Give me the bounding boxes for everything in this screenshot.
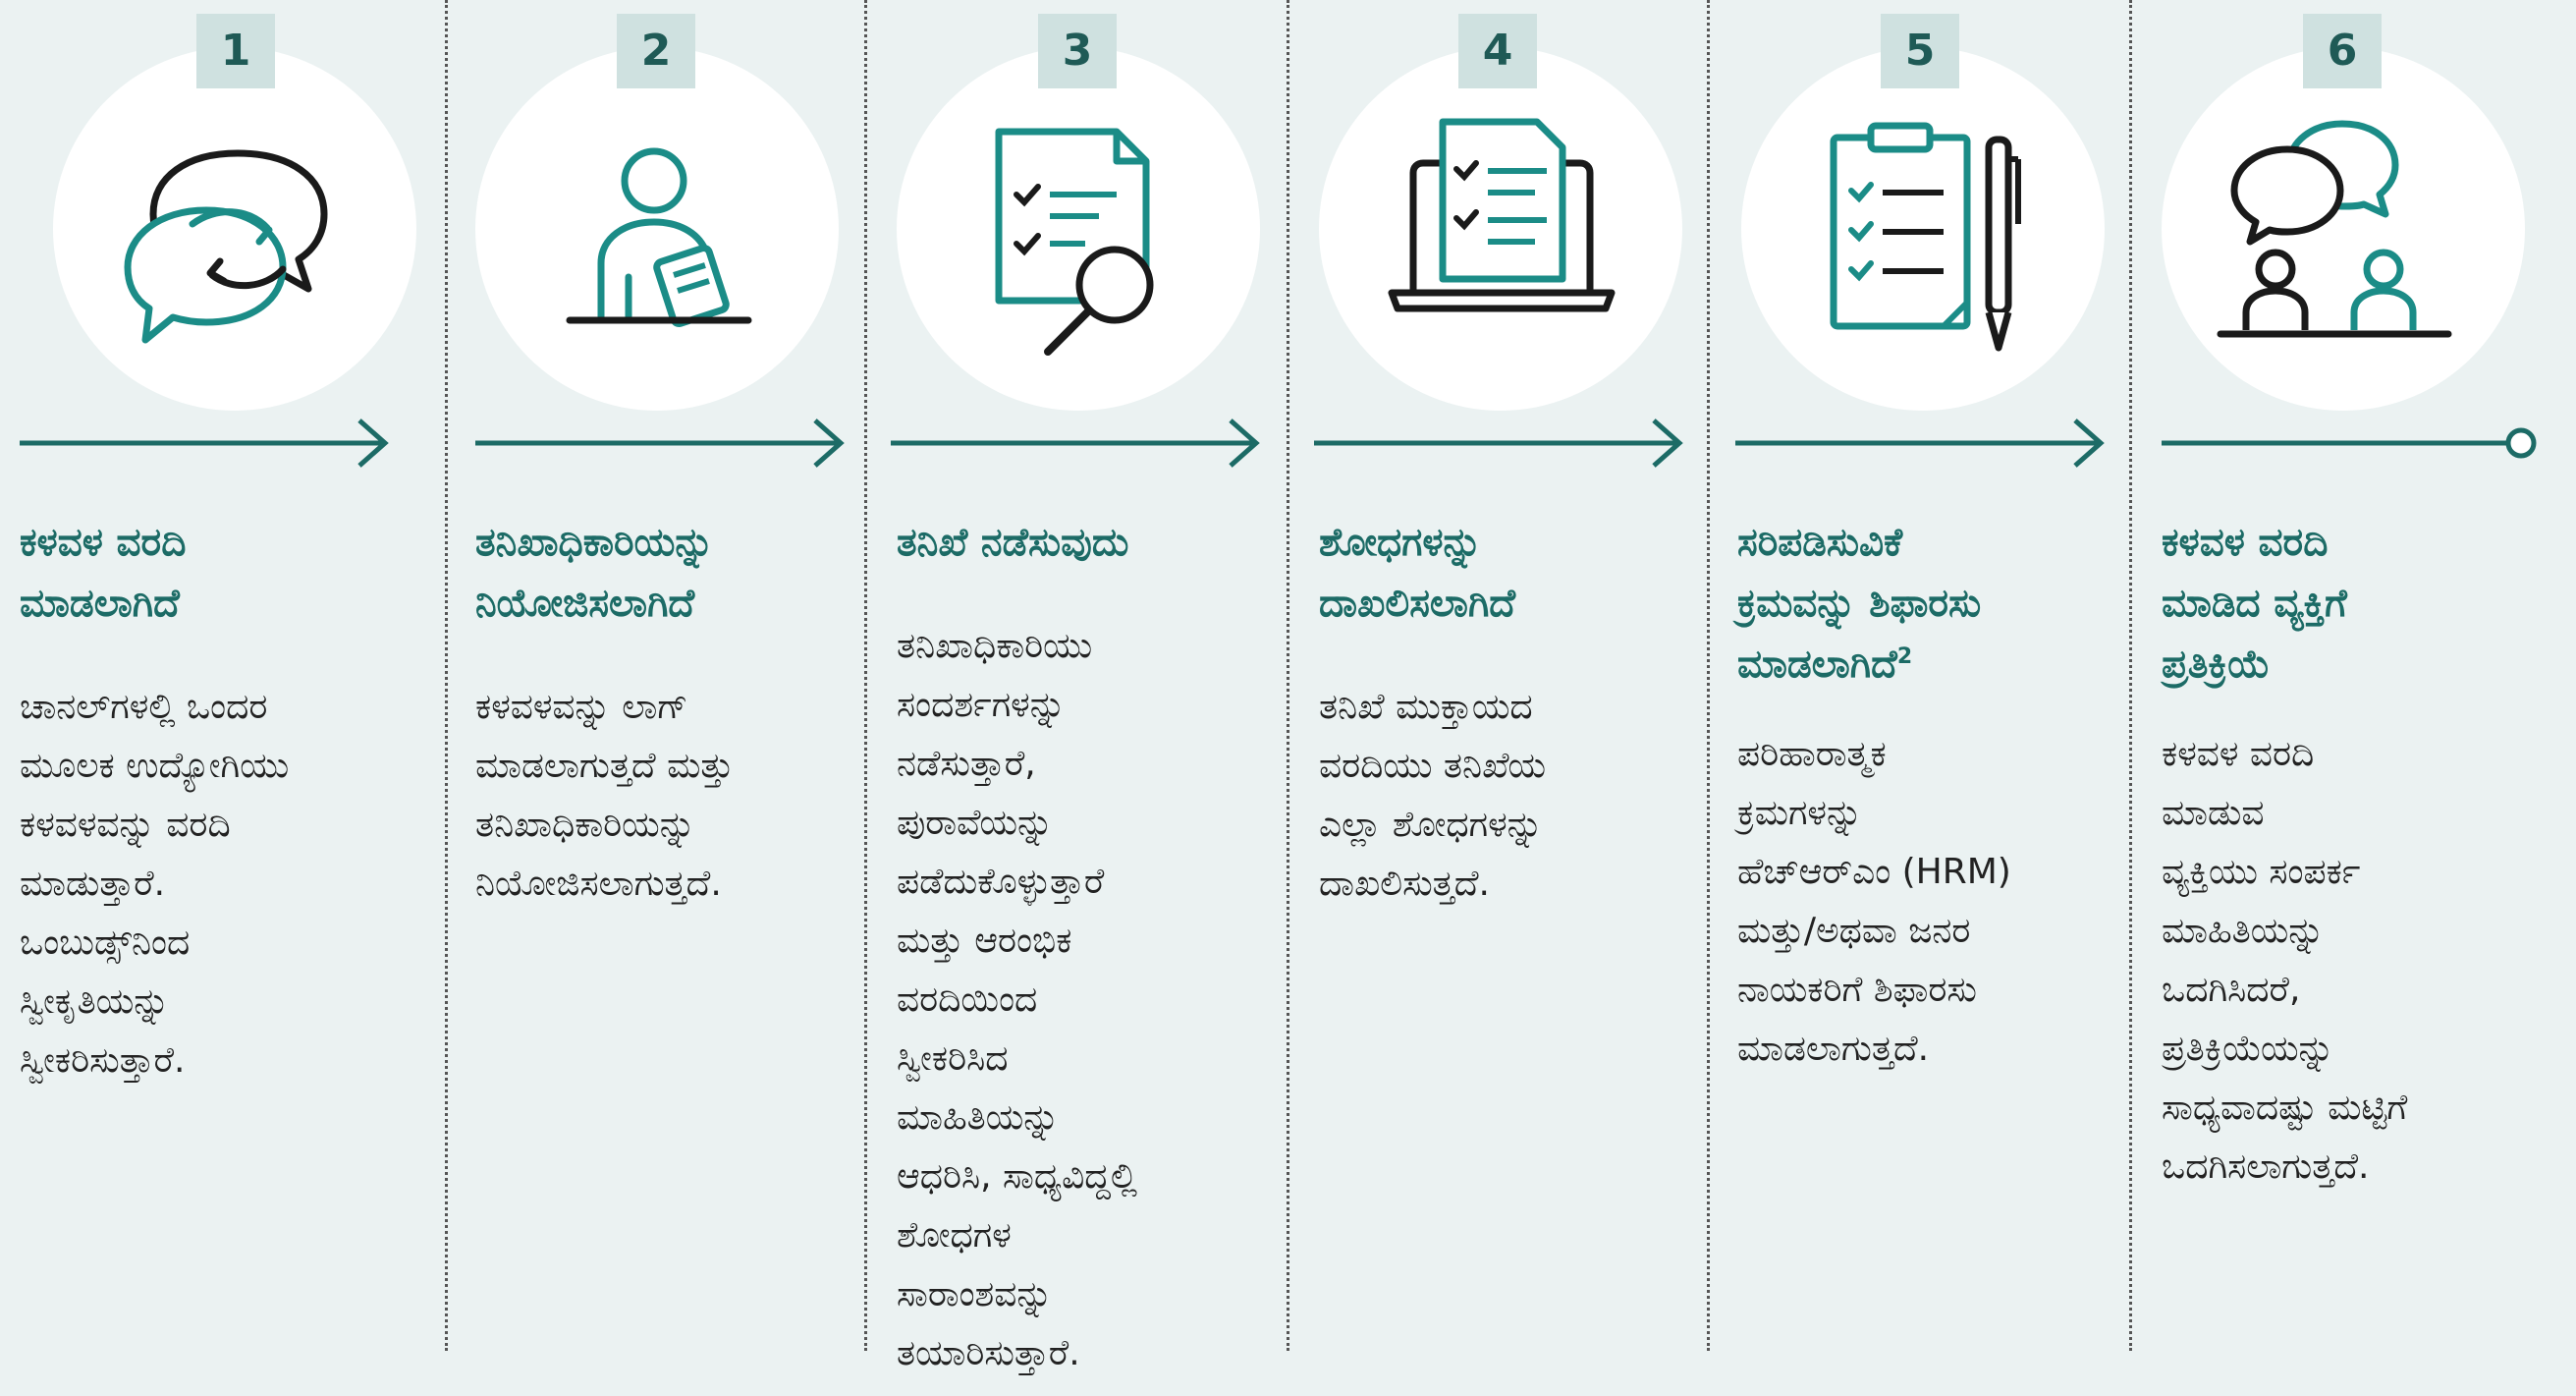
column-divider <box>864 0 867 1351</box>
column-divider <box>1707 0 1710 1351</box>
flow-arrow <box>20 419 393 468</box>
icon-circle <box>2162 47 2525 411</box>
footnote-marker: 2 <box>1896 644 1913 669</box>
flow-arrow <box>1735 419 2109 468</box>
step-title: ಶೋಧಗಳನ್ನು ದಾಖಲಿಸಲಾಗಿದೆ <box>1319 521 1516 626</box>
step-description: ಕಳವಳವನ್ನು ಲಾಗ್ ಮಾಡಲಾಗುತ್ತದೆ ಮತ್ತು ತನಿಖಾಧ… <box>475 687 734 904</box>
clipboard-pen-icon <box>1796 116 2052 371</box>
step-title: ಕಳವಳ ವರದಿ ಮಾಡಿದ ವ್ಯಕ್ತಿಗೆ ಪ್ರತಿಕ್ರಿಯೆ <box>2162 521 2347 687</box>
document-magnifier-icon <box>952 116 1207 371</box>
step-number-badge: 1 <box>196 14 275 88</box>
person-with-document-icon <box>530 116 786 371</box>
step-1: 1 ಕಳವಳ ವರದಿ ಮಾಡಲಾಗಿದೆ ಚಾನಲ್‌ಗಳಲ್ಲಿ ಒಂದರ … <box>0 0 442 1396</box>
flow-arrow <box>475 419 849 468</box>
two-people-conversation-icon <box>2217 116 2472 371</box>
step-description: ಚಾನಲ್‌ಗಳಲ್ಲಿ ಒಂದರ ಮೂಲಕ ಉದ್ಯೋಗಿಯು ಕಳವಳವನ್… <box>20 687 290 1081</box>
step-number-badge: 6 <box>2303 14 2382 88</box>
flow-arrow <box>1314 419 1687 468</box>
step-number-badge: 3 <box>1038 14 1117 88</box>
column-divider <box>445 0 448 1351</box>
column-divider <box>2129 0 2132 1351</box>
step-description: ತನಿಖಾಧಿಕಾರಿಯು ಸಂದರ್ಶಗಳನ್ನು ನಡೆಸುತ್ತಾರೆ, … <box>897 626 1138 1373</box>
flow-arrow <box>891 419 1264 468</box>
step-description: ಪರಿಹಾರಾತ್ಮಕ ಕ್ರಮಗಳನ್ನು ಹೆಚ್‌ಆರ್‌ಎಂ (HRM)… <box>1737 734 2011 1069</box>
step-title: ಸರಿಪಡಿಸುವಿಕೆ ಕ್ರಮವನ್ನು ಶಿಫಾರಸು ಮಾಡಲಾಗಿದೆ… <box>1737 513 2129 696</box>
step-title: ಕಳವಳ ವರದಿ ಮಾಡಲಾಗಿದೆ <box>20 521 187 626</box>
step-4: 4 ಶೋಧಗಳನ್ನು ದಾಖಲಿಸಲಾಗಿದೆ ತನಿಖೆ ಮುಕ್ತಾಯದ … <box>1289 0 1707 1396</box>
step-5: 5 ಸರಿಪಡಿಸುವಿಕೆ ಕ್ರಮವನ್ನು ಶಿಫಾರಸು ಮಾಡಲಾಗಿ… <box>1710 0 2129 1396</box>
step-description: ತನಿಖೆ ಮುಕ್ತಾಯದ ವರದಿಯು ತನಿಖೆಯ ಎಲ್ಲಾ ಶೋಧಗಳ… <box>1319 687 1547 904</box>
flow-end-line <box>2162 419 2545 468</box>
step-number-badge: 5 <box>1881 14 1959 88</box>
step-number-badge: 2 <box>617 14 695 88</box>
column-divider <box>1287 0 1289 1351</box>
laptop-checklist-icon <box>1374 116 1629 371</box>
step-2: 2 ತನಿಖಾಧಿಕಾರಿಯನ್ನು ನಿಯೋಜಿಸಲಾಗಿದೆ ಕಳವಳವನ್… <box>448 0 864 1396</box>
step-title: ತನಿಖಾಧಿಕಾರಿಯನ್ನು ನಿಯೋಜಿಸಲಾಗಿದೆ <box>475 521 714 626</box>
step-description: ಕಳವಳ ವರದಿ ಮಾಡುವ ವ್ಯಕ್ತಿಯು ಸಂಪರ್ಕ ಮಾಹಿತಿಯ… <box>2162 734 2408 1187</box>
step-number-badge: 4 <box>1458 14 1537 88</box>
step-title-text: ಸರಿಪಡಿಸುವಿಕೆ ಕ್ರಮವನ್ನು ಶಿಫಾರಸು ಮಾಡಲಾಗಿದೆ <box>1737 521 1982 687</box>
step-6: 6 ಕಳವಳ ವರದಿ ಮಾಡಿದ ವ್ಯಕ್ತಿಗೆ ಪ್ರತಿಕ್ರಿಯೆ … <box>2132 0 2576 1396</box>
icon-circle <box>475 47 839 411</box>
step-3: 3 ತನಿಖೆ ನಡೆಸುವುದು ತನಿಖಾಧಿಕಾರಿಯು ಸಂದರ್ಶಗಳ… <box>867 0 1287 1396</box>
speech-bubbles-icon <box>108 116 363 371</box>
step-title: ತನಿಖೆ ನಡೆಸುವುದು <box>897 521 1129 565</box>
